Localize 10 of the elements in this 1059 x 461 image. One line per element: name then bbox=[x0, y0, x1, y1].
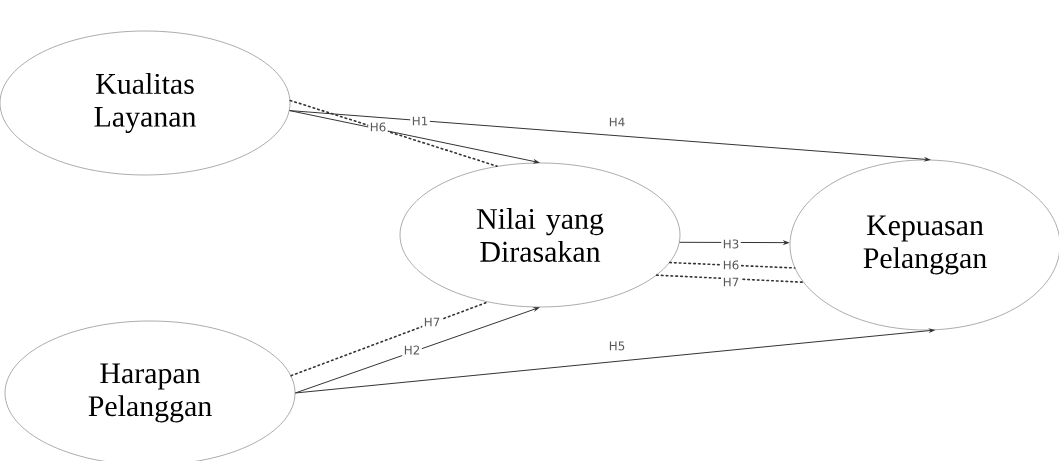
edge-label: H1 bbox=[410, 115, 430, 127]
edge-label: H5 bbox=[607, 340, 627, 352]
path-arrow bbox=[679, 240, 789, 245]
path-arrow bbox=[289, 110, 930, 162]
edge-label: H7 bbox=[422, 316, 442, 328]
edge-label: H2 bbox=[402, 344, 422, 356]
edge-label: H4 bbox=[607, 116, 627, 128]
path-arrow bbox=[294, 328, 935, 394]
edge-label: H7 bbox=[721, 276, 741, 288]
path-arrow bbox=[289, 110, 540, 164]
